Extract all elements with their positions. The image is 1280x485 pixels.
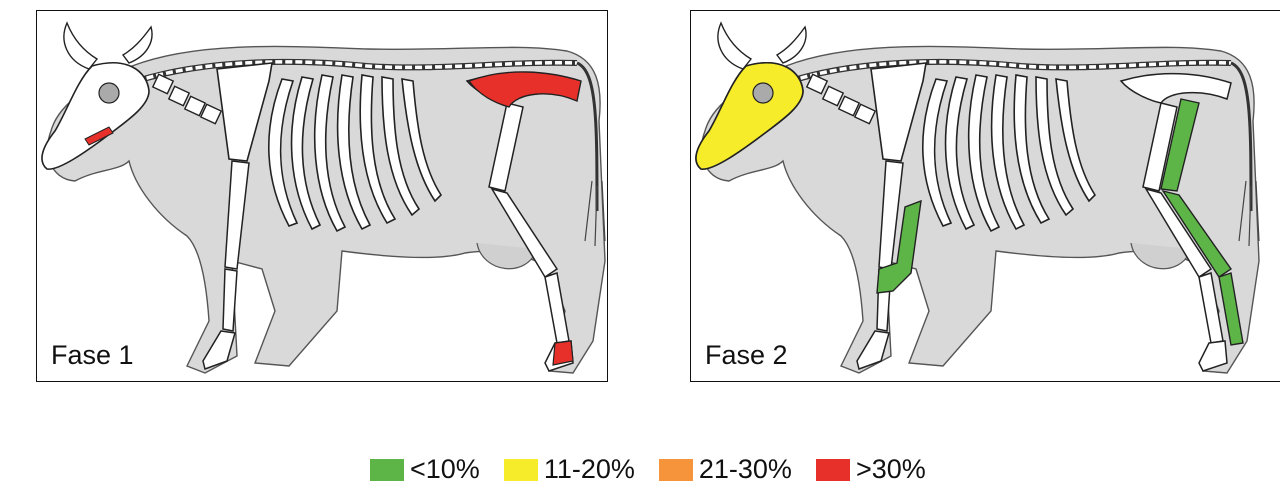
legend: <10% 11-20% 21-30% >30% <box>370 454 950 485</box>
legend-item: 11-20% <box>504 454 635 485</box>
legend-swatch <box>816 459 850 481</box>
legend-label: 11-20% <box>544 454 635 485</box>
legend-item: <10% <box>370 454 480 485</box>
legend-item: >30% <box>816 454 926 485</box>
legend-label: >30% <box>856 454 926 485</box>
legend-swatch <box>659 459 693 481</box>
legend-swatch <box>504 459 538 481</box>
phase-label: Fase 1 <box>51 340 134 371</box>
legend-swatch <box>370 459 404 481</box>
legend-item: 21-30% <box>659 454 792 485</box>
hind-phalanges-highlight <box>553 341 573 365</box>
cow-skeleton-diagram <box>691 11 1280 382</box>
phase-1-panel: Fase 1 <box>36 10 608 382</box>
phase-label: Fase 2 <box>705 340 788 371</box>
phase-2-panel: Fase 2 <box>690 10 1280 382</box>
legend-label: 21-30% <box>699 454 792 485</box>
cow-skeleton-diagram <box>37 11 608 382</box>
legend-label: <10% <box>410 454 480 485</box>
